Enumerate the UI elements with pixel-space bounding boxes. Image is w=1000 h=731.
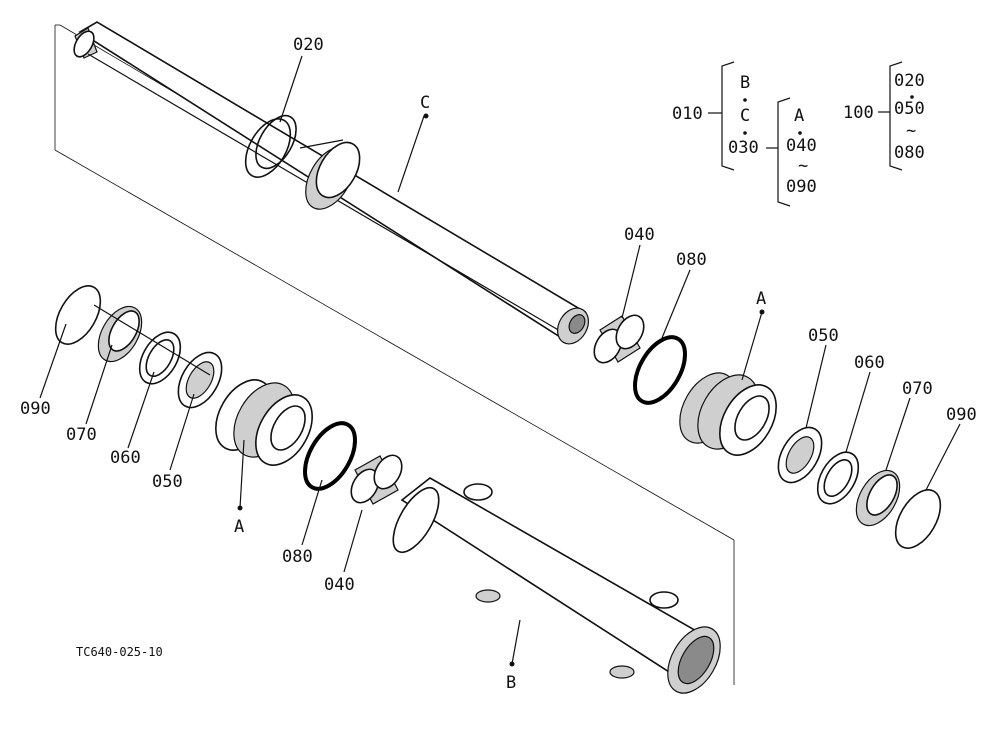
dot-b bbox=[509, 661, 515, 667]
callout-060-right: 060 bbox=[854, 353, 885, 373]
legend: 010 B C 030 A 040 ~ 090 100 020 050 ~ 08… bbox=[672, 61, 925, 207]
legend-030-item-090: 090 bbox=[786, 177, 817, 197]
dot-a-right bbox=[759, 309, 765, 315]
piston-rod bbox=[73, 21, 590, 345]
cylinder-tube bbox=[392, 477, 721, 694]
legend-010-code: 010 bbox=[672, 104, 703, 124]
callout-050-right: 050 bbox=[808, 326, 839, 346]
legend-010-item-b: B bbox=[740, 73, 750, 93]
right-parts bbox=[593, 314, 942, 549]
callout-060-left: 060 bbox=[110, 448, 141, 468]
legend-100-item-050: 050 bbox=[894, 99, 925, 119]
callout-b: B bbox=[506, 673, 516, 693]
callout-a-right: A bbox=[756, 289, 766, 309]
callout-050-left: 050 bbox=[152, 472, 183, 492]
leader-lines bbox=[39, 55, 961, 665]
legend-100-item-020: 020 bbox=[894, 71, 925, 91]
legend-100-item-080: 080 bbox=[894, 143, 925, 163]
legend-030-item-040: 040 bbox=[786, 136, 817, 156]
callout-090-right: 090 bbox=[946, 405, 977, 425]
legend-100-tilde: ~ bbox=[906, 121, 916, 141]
legend-030-item-a: A bbox=[794, 106, 804, 126]
callout-040-bottom: 040 bbox=[324, 575, 355, 595]
legend-010-item-030: 030 bbox=[728, 138, 759, 158]
callout-070-right: 070 bbox=[902, 379, 933, 399]
dot-c bbox=[423, 113, 429, 119]
callout-080-bottom: 080 bbox=[282, 547, 313, 567]
left-parts bbox=[54, 285, 403, 505]
callout-c: C bbox=[420, 93, 430, 113]
legend-030-tilde: ~ bbox=[798, 156, 808, 176]
diagram-code: TC640-025-10 bbox=[76, 645, 163, 659]
callout-020: 020 bbox=[293, 35, 324, 55]
callout-070-left: 070 bbox=[66, 425, 97, 445]
callout-040-right: 040 bbox=[624, 225, 655, 245]
callout-a-left: A bbox=[234, 517, 244, 537]
callout-090-left: 090 bbox=[20, 399, 51, 419]
callout-080-right: 080 bbox=[676, 250, 707, 270]
legend-010-item-c: C bbox=[740, 106, 750, 126]
legend-100-code: 100 bbox=[843, 103, 874, 123]
callouts: 020 C 040 080 A 050 060 070 090 090 070 … bbox=[20, 35, 977, 693]
dot-a-left bbox=[237, 505, 243, 511]
